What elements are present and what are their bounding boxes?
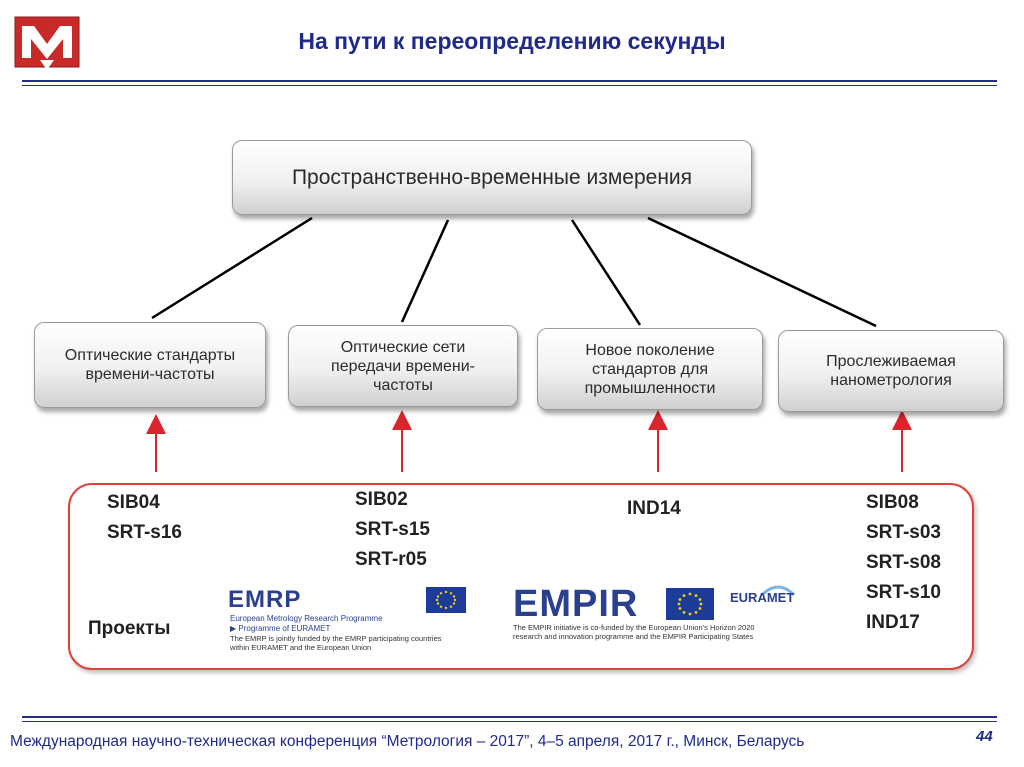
project-code: SIB08 xyxy=(866,492,919,513)
institution-logo xyxy=(14,16,80,70)
page-number: 44 xyxy=(976,728,993,745)
emrp-logo: EMRP xyxy=(228,586,302,613)
footer-rule xyxy=(22,716,997,718)
project-code: SRT-r05 xyxy=(355,549,427,570)
euramet-arc-icon xyxy=(760,585,796,596)
footer-text: Международная научно-техническая конфере… xyxy=(10,733,805,750)
project-code: SRT-s16 xyxy=(107,522,182,543)
header-rule-thin xyxy=(22,85,997,86)
child-node-label: Оптические сети передачи времени-частоты xyxy=(331,338,475,394)
root-node: Пространственно-временные измерения xyxy=(232,140,752,215)
connector-line-3 xyxy=(570,219,642,326)
child-node-label: Прослеживаемая нанометрология xyxy=(826,353,956,389)
empir-note-1: The EMPIR initiative is co-funded by the… xyxy=(513,623,755,632)
child-node-1: Оптические стандарты времени-частоты xyxy=(34,322,266,408)
child-node-2: Оптические сети передачи времени-частоты xyxy=(288,325,518,407)
project-code: SRT-s03 xyxy=(866,522,941,543)
project-code: SIB02 xyxy=(355,489,408,510)
slide-title: На пути к переопределению секунды xyxy=(298,28,726,54)
header-rule xyxy=(22,80,997,82)
emrp-note-1: The EMRP is jointly funded by the EMRP p… xyxy=(230,634,442,643)
connector-line-1 xyxy=(151,216,313,320)
empir-logo: EMPIR xyxy=(513,583,639,625)
root-node-label: Пространственно-временные измерения xyxy=(291,165,693,189)
child-node-label: Новое поколение стандартов для промышлен… xyxy=(584,341,716,397)
project-code: SIB04 xyxy=(107,492,160,513)
emrp-subtitle: European Metrology Research Programme xyxy=(230,614,383,623)
project-code: SRT-s08 xyxy=(866,552,941,573)
eu-flag-icon xyxy=(426,587,466,613)
eu-flag-icon xyxy=(666,588,714,620)
emrp-note-2: within EURAMET and the European Union xyxy=(230,643,372,652)
project-group-3: IND14 xyxy=(627,494,681,524)
connector-line-2 xyxy=(400,219,450,323)
project-code: IND14 xyxy=(627,498,681,519)
child-node-3: Новое поколение стандартов для промышлен… xyxy=(537,328,763,410)
child-node-label: Оптические стандарты времени-частоты xyxy=(64,347,236,383)
emrp-programme-text: Programme of EURAMET xyxy=(238,624,331,633)
footer-rule-thin xyxy=(22,721,997,722)
projects-label: Проекты xyxy=(88,618,171,639)
project-group-1: SIB04 SRT-s16 xyxy=(107,488,182,548)
connector-line-4 xyxy=(647,216,877,328)
projects-frame xyxy=(68,483,974,670)
emrp-programme: ▶ Programme of EURAMET xyxy=(230,624,331,633)
project-code: SRT-s10 xyxy=(866,582,941,603)
child-node-4: Прослеживаемая нанометрология xyxy=(778,330,1004,412)
euramet-logo: EURAMET xyxy=(730,590,795,605)
project-group-4: SIB08 SRT-s03 SRT-s08 SRT-s10 IND17 xyxy=(866,488,941,638)
project-code: SRT-s15 xyxy=(355,519,430,540)
project-group-2: SIB02 SRT-s15 SRT-r05 xyxy=(355,485,430,575)
empir-note-2: research and innovation programme and th… xyxy=(513,632,754,641)
project-code: IND17 xyxy=(866,612,920,633)
